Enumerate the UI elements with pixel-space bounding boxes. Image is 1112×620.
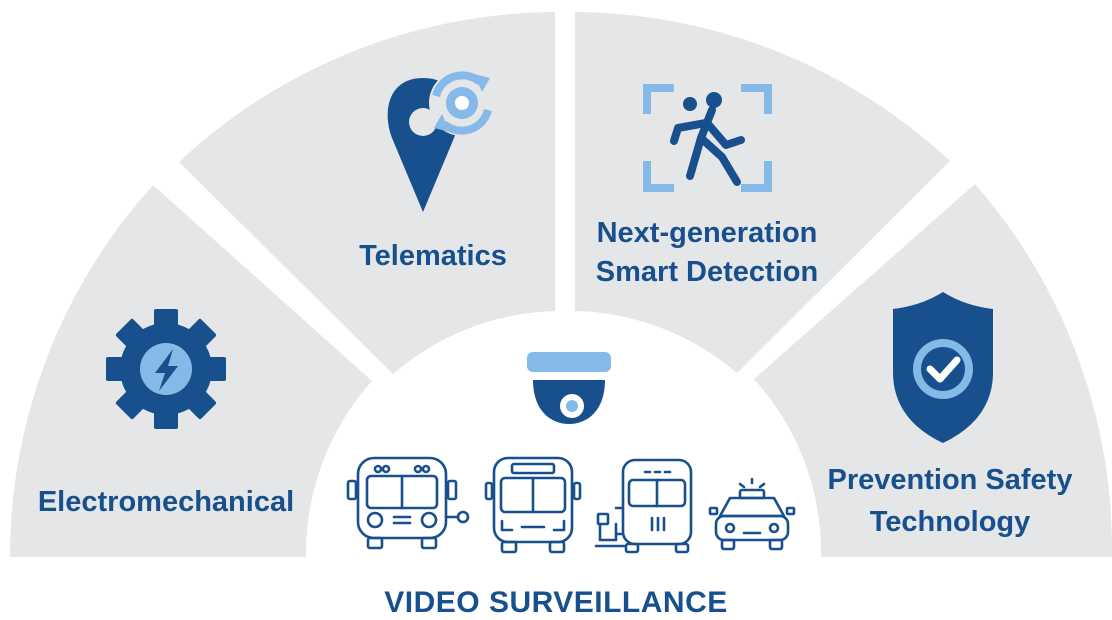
paratransit-bus-icon [594, 458, 693, 554]
location-gear-icon [387, 70, 495, 212]
label-smart-detection-line2: Smart Detection [596, 256, 818, 288]
dome-camera-icon [527, 352, 611, 424]
label-smart-detection-line1: Next-generation [597, 217, 818, 249]
shield-check-icon [893, 292, 993, 443]
transit-bus-icon [484, 456, 582, 554]
footer-video-surveillance: VIDEO SURVEILLANCE [384, 586, 728, 619]
person-detection-icon [643, 84, 772, 192]
label-telematics: Telematics [359, 240, 507, 272]
gear-bolt-icon [106, 309, 226, 429]
label-prevention-line2: Technology [870, 506, 1031, 538]
police-car-icon [708, 477, 796, 551]
school-bus-icon [346, 456, 470, 550]
label-prevention-line1: Prevention Safety [828, 464, 1073, 496]
label-electromechanical: Electromechanical [38, 486, 294, 518]
segment-smart-detection [575, 12, 950, 373]
